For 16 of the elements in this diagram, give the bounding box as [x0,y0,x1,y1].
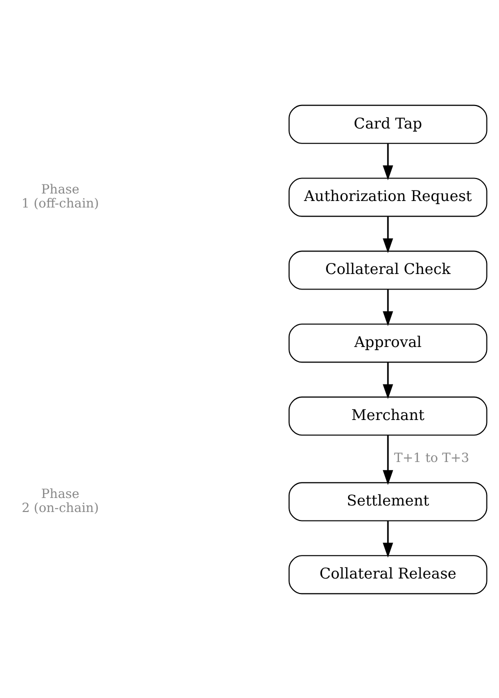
node-box: Card Tap [288,104,487,144]
node-box: Collateral Release [288,554,487,594]
label: Phase 2 (on-chain) [21,486,98,514]
arrow [382,520,393,558]
arrow [382,143,393,180]
node-box: Authorization Request [288,177,487,216]
edge-label: T+1 to T+3 [394,450,469,465]
node-box: Settlement [288,482,487,521]
label: Phase 1 (off-chain) [21,181,98,210]
arrow [382,289,393,326]
arrow [382,434,393,484]
node-box: Merchant [288,396,487,436]
arrow [382,216,393,253]
arrow [382,362,393,398]
node-box: Approval [288,323,487,362]
node-box: Collateral Check [288,250,487,290]
